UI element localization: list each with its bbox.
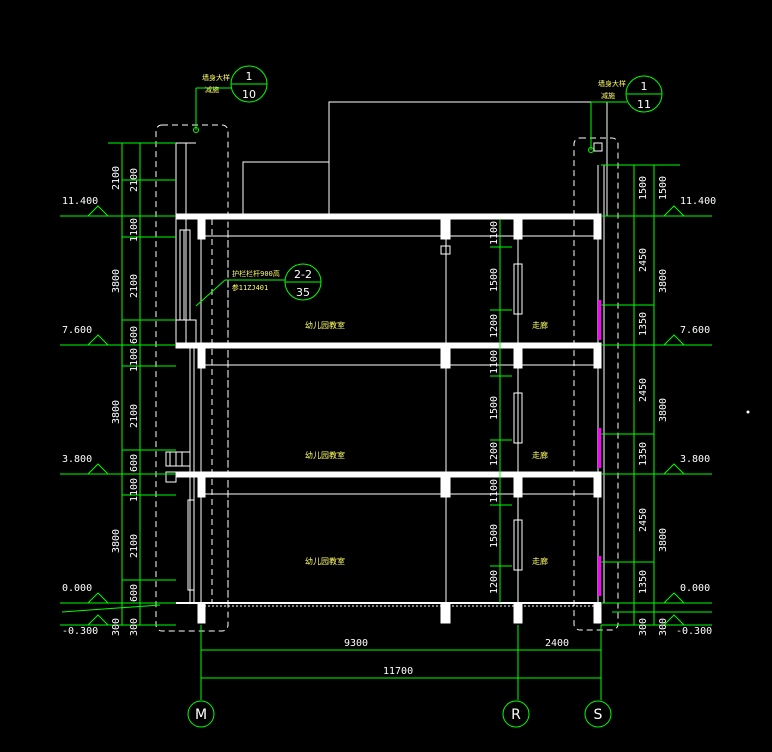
elev-left-2: 3.800 [62, 454, 92, 465]
left-dims-inner: 2100 1100 2100 600 1100 2100 600 1100 21… [129, 168, 140, 636]
dim-li-5: 2100 [129, 404, 140, 428]
dim-w-7: 1500 [489, 524, 500, 548]
roof-stair-tower [328, 101, 608, 217]
right-dims-outer: 1500 3800 3800 3800 300 [658, 176, 669, 636]
elev-left-3: 0.000 [62, 583, 92, 594]
room-label-corridor-1f: 走廊 [532, 556, 548, 566]
dim-li-4: 1100 [129, 348, 140, 372]
dim-li-6: 600 [129, 454, 140, 472]
roof-slab [175, 213, 602, 220]
dim-lo-3: 3800 [111, 529, 122, 553]
dim-li-1: 1100 [129, 218, 140, 242]
elev-right-3: 0.000 [680, 583, 710, 594]
building-section [165, 101, 608, 624]
dim-ro-3: 3800 [658, 528, 669, 552]
dim-li-9: 600 [129, 584, 140, 602]
dim-ri-7: 300 [638, 618, 649, 636]
elev-left-4: -0.300 [62, 626, 98, 637]
callout-tl-note: 墙身大样 [202, 73, 230, 82]
room-label-classroom-1f: 幼儿园教室 [305, 556, 345, 566]
dim-total: 11700 [383, 666, 413, 677]
callout-rail-num: 2-2 [294, 268, 312, 281]
dim-w-8: 1200 [489, 570, 500, 594]
dim-li-3: 600 [129, 326, 140, 344]
dim-w-2: 1200 [489, 314, 500, 338]
callout-tr-sub: 减施 [601, 91, 615, 100]
dim-ri-0: 1500 [638, 176, 649, 200]
elevation-labels-left: 11.400 7.600 3.800 0.000 -0.300 [62, 196, 98, 637]
window-dims: 1100 1500 1200 1100 1500 1200 1100 1500 … [489, 221, 500, 594]
dim-li-10: 300 [129, 618, 140, 636]
bottom-dims: 9300 2400 11700 [344, 638, 569, 677]
elev-left-1: 7.600 [62, 325, 92, 336]
room-labels: 幼儿园教室 幼儿园教室 幼儿园教室 走廊 走廊 走廊 [305, 320, 548, 566]
stray-point [746, 410, 750, 414]
room-label-corridor-2f: 走廊 [532, 450, 548, 460]
dim-ro-0: 1500 [658, 176, 669, 200]
callout-rail-sheet: 35 [296, 286, 310, 299]
dim-lo-1: 3800 [111, 269, 122, 293]
axis-r-label: R [511, 707, 521, 723]
floor3-slab [175, 342, 602, 349]
axis-m-label: M [195, 707, 207, 723]
dim-ri-6: 1350 [638, 570, 649, 594]
dim-lo-4: 300 [111, 618, 122, 636]
elev-right-0: 11.400 [680, 196, 716, 207]
dimension-lines [60, 65, 712, 728]
dim-ri-3: 2450 [638, 378, 649, 402]
dim-w-4: 1500 [489, 396, 500, 420]
dim-ro-1: 3800 [658, 269, 669, 293]
elev-left-0: 11.400 [62, 196, 98, 207]
dim-ro-4: 300 [658, 618, 669, 636]
callout-tr-note: 墙身大样 [598, 79, 626, 88]
dim-li-2: 2100 [129, 274, 140, 298]
room-label-corridor-3f: 走廊 [532, 320, 548, 330]
dim-w-0: 1100 [489, 221, 500, 245]
callout-rail-note2: 参11ZJ401 [232, 283, 269, 292]
elev-right-4: -0.300 [676, 626, 712, 637]
dim-ri-2: 1350 [638, 312, 649, 336]
dim-w-3: 1100 [489, 350, 500, 374]
callout-tr-sheet: 11 [637, 98, 651, 111]
dim-ri-1: 2450 [638, 248, 649, 272]
callout-tl-sheet: 10 [242, 88, 256, 101]
dim-li-7: 1100 [129, 478, 140, 502]
wall-detail-outlines [155, 124, 619, 632]
callout-rail-note1: 护栏栏杆900高 [232, 269, 280, 278]
dim-li-0: 2100 [129, 168, 140, 192]
room-label-classroom-3f: 幼儿园教室 [305, 320, 345, 330]
callout-tr-num: 1 [641, 80, 648, 93]
dim-w-6: 1100 [489, 479, 500, 503]
elevation-labels-right: 11.400 7.600 3.800 0.000 -0.300 [676, 196, 716, 637]
dim-lo-2: 3800 [111, 400, 122, 424]
dim-w-5: 1200 [489, 442, 500, 466]
dim-ro-2: 3800 [658, 398, 669, 422]
floor2-slab [175, 471, 602, 478]
axis-s-label: S [594, 707, 603, 723]
callout-tl-sub: 减施 [205, 85, 219, 94]
dim-ri-4: 1350 [638, 442, 649, 466]
right-dims-inner: 1500 2450 1350 2450 1350 2450 1350 300 [638, 176, 649, 636]
dim-ri-5: 2450 [638, 508, 649, 532]
elev-right-1: 7.600 [680, 325, 710, 336]
elev-right-2: 3.800 [680, 454, 710, 465]
left-dims-outer: 2100 3800 3800 3800 300 [111, 166, 122, 636]
dim-lo-0: 2100 [111, 166, 122, 190]
axis-labels: M R S [195, 707, 603, 723]
dim-span1: 9300 [344, 638, 368, 649]
dim-w-1: 1500 [489, 268, 500, 292]
dim-span2: 2400 [545, 638, 569, 649]
dim-li-8: 2100 [129, 534, 140, 558]
callout-tl-num: 1 [246, 70, 253, 83]
room-label-classroom-2f: 幼儿园教室 [305, 450, 345, 460]
detail-callouts: 1 10 墙身大样 减施 1 11 墙身大样 减施 2-2 35 护栏栏杆900… [202, 70, 651, 299]
magenta-markers [598, 300, 601, 596]
